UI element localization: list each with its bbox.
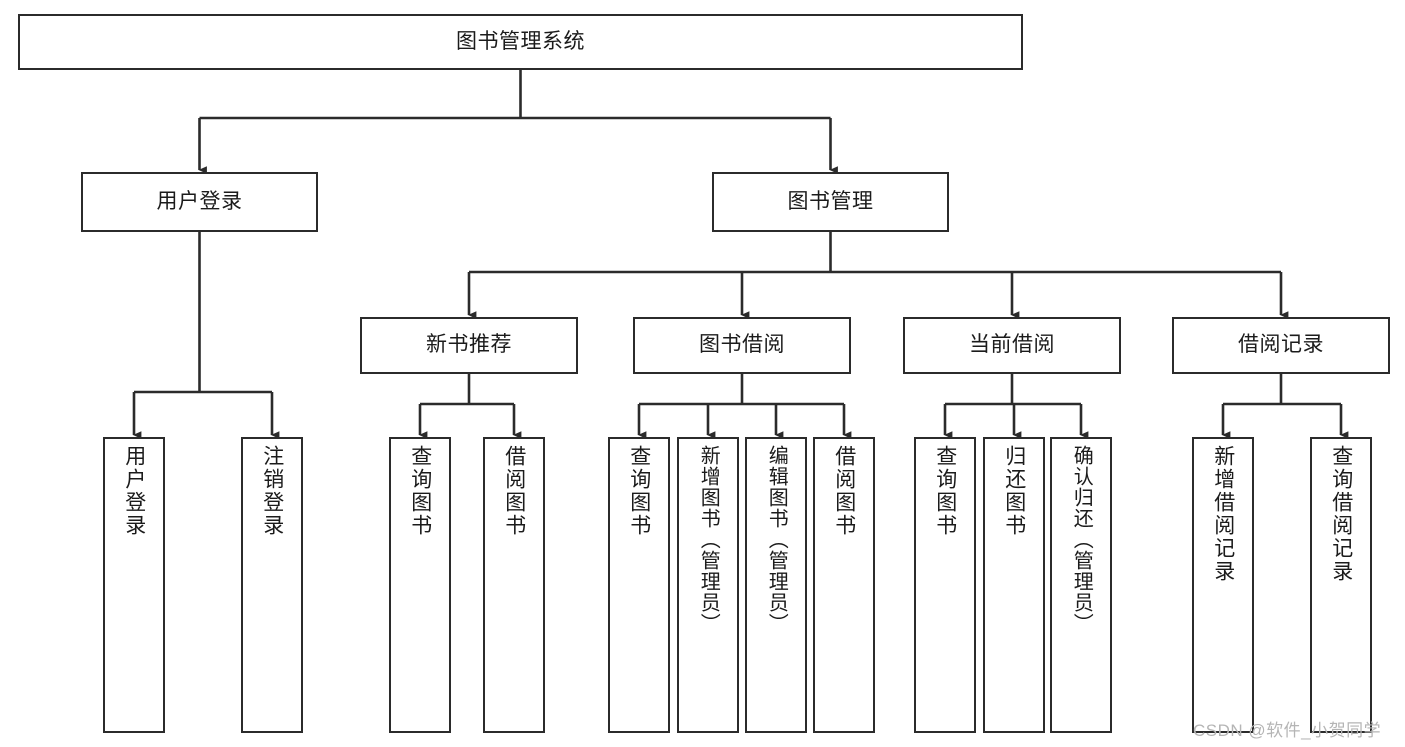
node-label: 图书管理 <box>787 189 874 213</box>
node-label: 图书借阅 <box>699 333 785 357</box>
leaf-node-10[interactable]: 确认归还（管理员） <box>1050 437 1112 733</box>
node-label: 借阅图书 <box>832 445 856 537</box>
leaf-node-7[interactable]: 借阅图书 <box>813 437 875 733</box>
node-label: 注销登录 <box>260 445 284 537</box>
leaf-node-3[interactable]: 借阅图书 <box>483 437 545 733</box>
leaf-node-4[interactable]: 查询图书 <box>608 437 670 733</box>
leaf-node-5[interactable]: 新增图书（管理员） <box>677 437 739 733</box>
node-label: 借阅记录 <box>1238 333 1324 357</box>
node-label: 当前借阅 <box>969 333 1055 357</box>
watermark-label: CSDN @软件_小贺同学 <box>1193 721 1382 740</box>
node-label: 查询图书 <box>408 445 432 537</box>
node-label: 确认归还（管理员） <box>1070 445 1093 634</box>
leaf-node-1[interactable]: 注销登录 <box>241 437 303 733</box>
leaf-node-2[interactable]: 查询图书 <box>389 437 451 733</box>
level2-node-0[interactable]: 用户登录 <box>81 172 318 232</box>
level3-node-1[interactable]: 图书借阅 <box>633 317 851 374</box>
leaf-node-11[interactable]: 新增借阅记录 <box>1192 437 1254 733</box>
node-label: 新增借阅记录 <box>1211 445 1235 583</box>
level3-node-0[interactable]: 新书推荐 <box>360 317 578 374</box>
level2-node-1[interactable]: 图书管理 <box>712 172 949 232</box>
node-label: 图书管理系统 <box>456 29 585 53</box>
node-label: 借阅图书 <box>502 445 526 537</box>
node-label: 新增图书（管理员） <box>697 445 720 634</box>
node-label: 用户登录 <box>122 445 146 537</box>
level3-node-2[interactable]: 当前借阅 <box>903 317 1121 374</box>
node-label: 用户登录 <box>156 189 243 213</box>
leaf-node-6[interactable]: 编辑图书（管理员） <box>745 437 807 733</box>
node-label: 编辑图书（管理员） <box>765 445 788 634</box>
root-node-book-management-system[interactable]: 图书管理系统 <box>18 14 1023 70</box>
level3-node-3[interactable]: 借阅记录 <box>1172 317 1390 374</box>
node-label: 查询图书 <box>627 445 651 537</box>
node-label: 新书推荐 <box>426 333 512 357</box>
edge-layer <box>132 70 1349 439</box>
node-label: 归还图书 <box>1002 445 1026 537</box>
node-label: 查询图书 <box>933 445 957 537</box>
leaf-node-8[interactable]: 查询图书 <box>914 437 976 733</box>
node-label: 查询借阅记录 <box>1329 445 1353 583</box>
leaf-node-9[interactable]: 归还图书 <box>983 437 1045 733</box>
leaf-node-12[interactable]: 查询借阅记录 <box>1310 437 1372 733</box>
leaf-node-0[interactable]: 用户登录 <box>103 437 165 733</box>
